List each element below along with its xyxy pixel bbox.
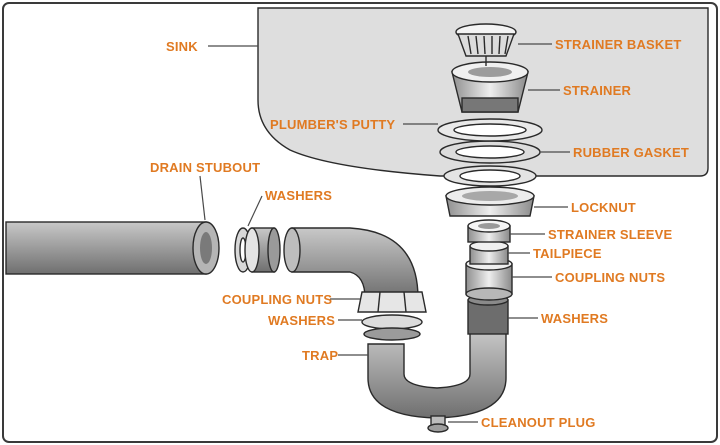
coupling-nut-left bbox=[357, 291, 427, 313]
label-locknut: LOCKNUT bbox=[571, 200, 636, 215]
tailpiece-part bbox=[469, 240, 509, 265]
cleanout-plug bbox=[427, 415, 449, 433]
label-washers-right: WASHERS bbox=[541, 311, 608, 326]
label-strainer: STRAINER bbox=[563, 83, 631, 98]
label-washers-left: WASHERS bbox=[268, 313, 335, 328]
plumbers-putty-part bbox=[437, 118, 543, 142]
trap-arm bbox=[283, 227, 419, 299]
label-plumbers-putty: PLUMBER'S PUTTY bbox=[270, 117, 395, 132]
label-cleanout-plug: CLEANOUT PLUG bbox=[481, 415, 596, 430]
strainer-sleeve-part bbox=[467, 219, 511, 243]
label-strainer-sleeve: STRAINER SLEEVE bbox=[548, 227, 672, 242]
label-coupling-nuts-right: COUPLING NUTS bbox=[555, 270, 665, 285]
label-strainer-basket: STRAINER BASKET bbox=[555, 37, 682, 52]
leader-lines bbox=[199, 43, 570, 423]
label-tailpiece: TAILPIECE bbox=[533, 246, 602, 261]
drain-stubout bbox=[5, 221, 220, 275]
trap bbox=[367, 329, 507, 419]
washers-left-parts bbox=[234, 227, 281, 273]
strainer-part bbox=[451, 61, 529, 113]
washers-right-parts bbox=[467, 294, 509, 335]
label-drain-stubout: DRAIN STUBOUT bbox=[150, 160, 260, 175]
label-rubber-gasket: RUBBER GASKET bbox=[573, 145, 689, 160]
label-sink: SINK bbox=[166, 39, 198, 54]
label-trap: TRAP bbox=[302, 348, 338, 363]
strainer-basket-part bbox=[455, 23, 517, 66]
washer-left-under-nut bbox=[361, 314, 423, 341]
locknut-part bbox=[445, 186, 535, 217]
label-coupling-nuts-left: COUPLING NUTS bbox=[222, 292, 332, 307]
label-washers-top: WASHERS bbox=[265, 188, 332, 203]
